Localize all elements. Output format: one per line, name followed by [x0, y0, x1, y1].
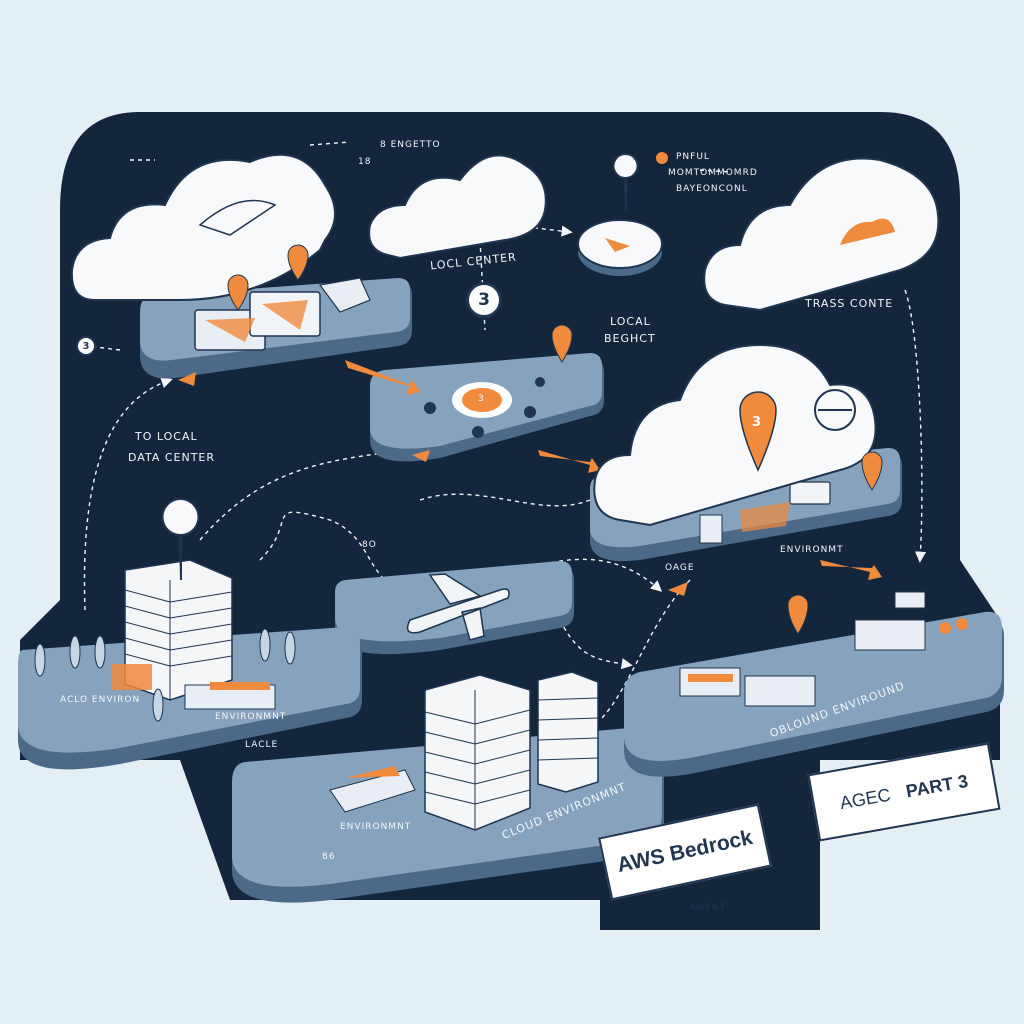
cloud-top-left	[70, 153, 336, 301]
platform-top-left	[140, 277, 412, 379]
compass-icon	[577, 219, 663, 276]
label-data-center: DATA CENTER	[128, 451, 216, 464]
pin-icon	[551, 324, 573, 363]
label-trans-conte: TRASS CONTE	[805, 297, 894, 310]
pin-icon	[612, 153, 639, 211]
label-mid: 8O	[362, 540, 377, 550]
label-local-sub: BEGHCT	[604, 332, 656, 345]
pin-icon	[161, 498, 200, 581]
label-left-platform-sub: ENVIRONMNT	[215, 712, 287, 722]
platform-bottom-right	[624, 591, 1004, 777]
platform-center-plane	[335, 561, 574, 655]
label-left-platform: ACLO ENVIRON	[60, 695, 141, 705]
airplane-icon	[406, 573, 510, 641]
disc-number-label: 3	[478, 394, 485, 404]
cloud-right-large	[593, 343, 877, 527]
pin-icon	[227, 274, 249, 311]
step-badge-center: 3	[466, 282, 502, 318]
label-local: LOCAL	[610, 315, 651, 328]
label-bottom-sub: ENVIRONMNT	[340, 822, 412, 832]
agec-label: AGEC	[838, 784, 893, 813]
cloud-top-right	[703, 157, 940, 312]
label-bottom-num: 86	[322, 852, 336, 862]
label-right-tag-2: ENVIRONMT	[780, 545, 844, 555]
platform-bottom-center	[232, 671, 664, 903]
label-top-small-num: 18	[358, 157, 372, 167]
label-top-right-1: PNFUL	[676, 152, 710, 162]
platform-left-large	[18, 559, 362, 770]
label-top-small: 8 ENGETTO	[380, 140, 441, 150]
part-label: PART 3	[904, 770, 970, 801]
platform-middle	[370, 353, 604, 462]
cloud-top-center	[368, 154, 547, 260]
label-right-tag-1: OAGE	[665, 563, 695, 573]
label-top-right-2: MOMTOMMOMRD	[668, 168, 758, 178]
location-pins	[161, 152, 883, 635]
label-lacle: LACLE	[245, 740, 279, 750]
label-to-local: TO LOCAL	[135, 430, 198, 443]
aws-bedrock-sub: AGENT	[690, 903, 726, 913]
pin-icon	[739, 391, 777, 472]
pin-icon	[861, 451, 883, 491]
step-badge-left: 3	[76, 336, 96, 356]
label-top-right-3: BAYEONCONL	[676, 184, 748, 194]
pin-number-label: 3	[752, 415, 763, 430]
aws-bedrock-title: AWS Bedrock	[615, 825, 755, 878]
pin-icon	[287, 244, 309, 281]
pin-icon	[787, 594, 809, 635]
orange-flow-arrows	[178, 360, 882, 596]
